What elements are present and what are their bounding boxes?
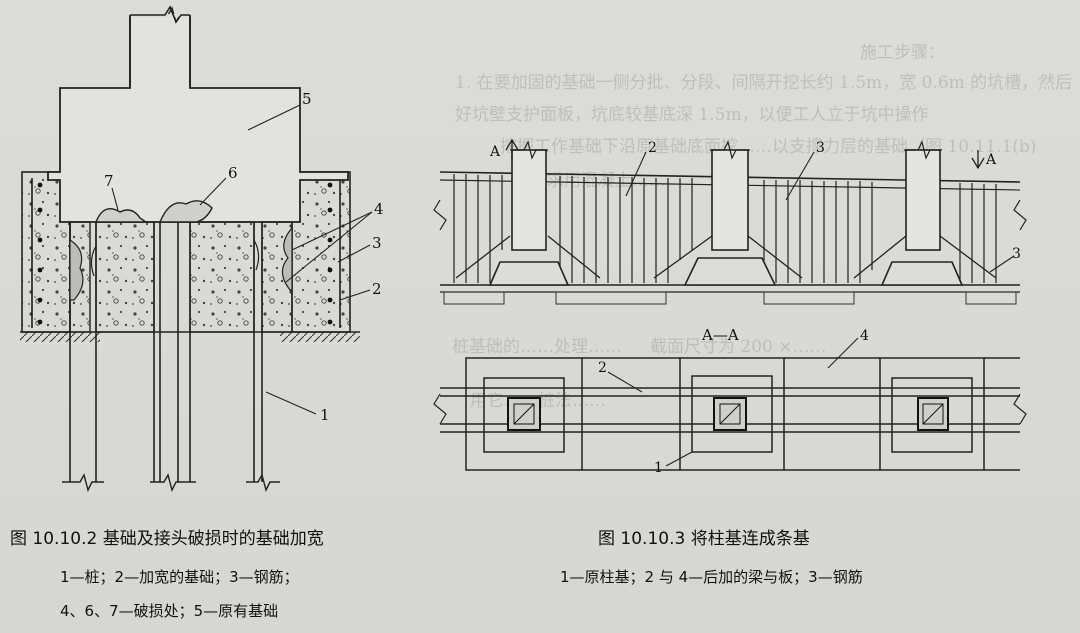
- column-footings: [488, 149, 964, 286]
- pile-block-3: [189, 221, 255, 333]
- section-mark-right: A: [985, 152, 997, 168]
- label-2-elev: 2: [648, 140, 657, 156]
- pile-block-2: [95, 221, 155, 333]
- background-text-2: 1. 在要加固的基础一侧分批、分段、间隔开挖长约 1.5m，宽 0.6m 的坑槽…: [455, 73, 1073, 93]
- ground-right: [280, 332, 360, 342]
- rebar-left: [31, 178, 43, 328]
- label-7: 7: [104, 172, 114, 190]
- piles: [69, 222, 263, 482]
- background-text-1: 施工步骤：: [860, 43, 945, 63]
- figure1-legend-line2: 4、6、7—破损处；5—原有基础: [60, 602, 279, 620]
- label-3-elev: 3: [816, 140, 825, 156]
- figure2-caption: 图 10.10.3 将柱基连成条基: [598, 529, 810, 549]
- original-foundation: [47, 14, 349, 223]
- label-3: 3: [372, 234, 382, 252]
- label-4-plan: 4: [860, 328, 869, 344]
- figure2-legend: 1—原柱基；2 与 4—后加的梁与板；3—钢筋: [560, 568, 863, 586]
- label-6: 6: [228, 164, 238, 182]
- rebar-right: [327, 178, 341, 328]
- figure1-legend-line1: 1—桩；2—加宽的基础；3—钢筋；: [60, 568, 299, 586]
- figure1-caption: 图 10.10.2 基础及接头破损时的基础加宽: [10, 529, 324, 549]
- diagonal-rebar: [455, 235, 997, 279]
- section-title: A—A: [701, 326, 739, 344]
- label-1-plan: 1: [654, 460, 663, 476]
- background-text-7: 截面尺寸为 200 ×……: [650, 337, 827, 357]
- damage-4-left: [69, 238, 84, 301]
- beam-stirrups: [453, 174, 997, 283]
- label-3-elev-right: 3: [1012, 246, 1021, 262]
- background-text-6: 桩基础的……处理……: [452, 337, 622, 357]
- label-2-plan: 2: [598, 360, 607, 376]
- plan-columns: [507, 397, 949, 431]
- figure-strip-foundation: A A 2 3 3 A—A: [433, 138, 1027, 476]
- damage-7: [94, 208, 149, 223]
- damage-4-right: [281, 226, 293, 291]
- damage-6: [158, 200, 213, 223]
- ground-left: [20, 332, 100, 342]
- figure-foundation-widening: 5 6 7 4 3 2 1: [20, 5, 384, 492]
- label-4: 4: [374, 200, 384, 218]
- background-text-3: 好坑壁支护面板，坑底较基底深 1.5m，以便工人立于坑中操作: [455, 105, 929, 125]
- label-1: 1: [320, 406, 330, 424]
- plan-footings: [465, 357, 1020, 471]
- section-mark-left: A: [489, 144, 501, 160]
- label-2: 2: [372, 280, 382, 298]
- background-text-4: 挖掘工作基础下沿原基础底面挖……以支撑力层的基础（图 10.11.1(b): [500, 137, 1037, 157]
- label-5: 5: [302, 90, 312, 108]
